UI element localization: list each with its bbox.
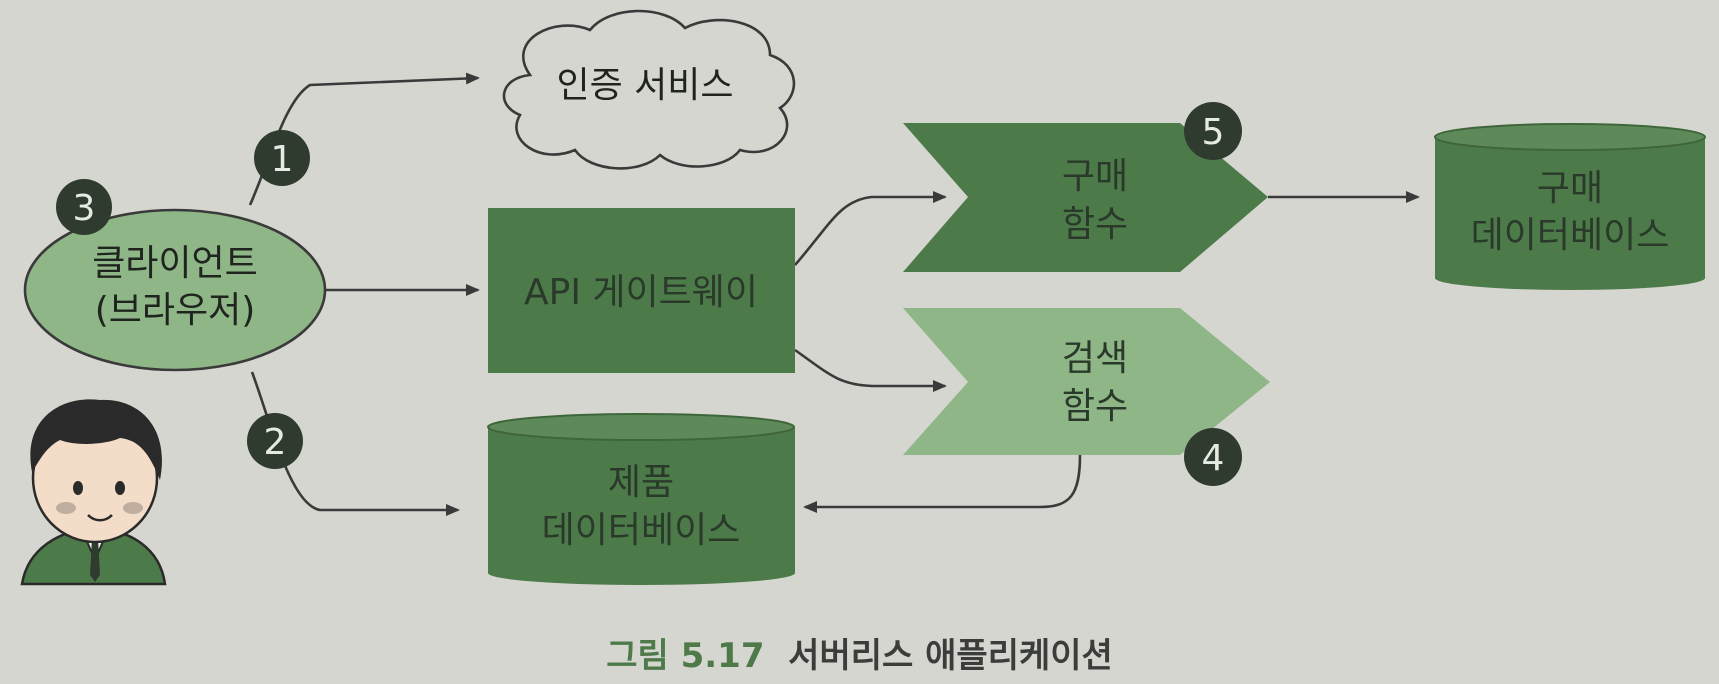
product-db-line2: 데이터베이스 [542,510,741,551]
badge-5-label: 5 [1202,112,1225,153]
badge-4-label: 4 [1202,438,1225,479]
purchase-function-node: 구매 함수 [903,123,1268,272]
product-db-node: 제품 데이터베이스 [487,413,795,586]
search-function-line2: 함수 [1062,386,1128,427]
product-db-top [487,413,795,441]
client-label-line1: 클라이언트 [92,243,258,284]
product-db-line1: 제품 [608,462,674,503]
search-function-line1: 검색 [1062,338,1128,379]
purchase-db-line1: 구매 [1537,168,1603,209]
figure-number: 그림 5.17 [606,636,765,676]
api-gateway-node: API 게이트웨이 [488,208,795,373]
badge-4: 4 [1184,428,1242,486]
connectors [248,72,1420,516]
client-node: 클라이언트 (브라우저) [23,208,327,372]
search-function-node: 검색 함수 [903,308,1270,455]
client-ellipse [23,208,327,372]
figure-title: 서버리스 애플리케이션 [788,636,1113,676]
client-label-line2: (브라우저) [95,290,256,331]
api-gateway-box [488,208,795,373]
purchase-function-line1: 구매 [1062,156,1128,197]
badge-2: 2 [247,413,303,469]
arrow-client-to-auth [248,72,480,206]
badge-1: 1 [254,130,310,186]
arrow-gateway-to-purchase [794,191,947,266]
cloud-shape [502,9,796,170]
search-function-shape [903,308,1270,455]
purchase-db-body [1435,137,1705,290]
auth-service-cloud: 인증 서비스 [502,9,796,170]
purchase-db-line2: 데이터베이스 [1471,215,1670,256]
badge-3-label: 3 [73,188,96,229]
badge-1-label: 1 [271,139,294,180]
purchase-db-top [1434,123,1706,151]
purchase-db-node: 구매 데이터베이스 [1434,123,1706,290]
purchase-function-line2: 함수 [1062,204,1128,245]
figure-caption: 그림 5.17 서버리스 애플리케이션 [0,628,1719,677]
product-db-body [488,427,795,586]
badge-3: 3 [56,179,112,235]
arrow-search-to-product-db [803,454,1082,513]
badge-2-label: 2 [264,422,287,463]
auth-service-label: 인증 서비스 [556,65,733,106]
arrow-gateway-to-search [794,348,947,392]
badge-5: 5 [1184,102,1242,160]
api-gateway-label: API 게이트웨이 [524,272,758,313]
user-avatar-icon [20,399,167,586]
purchase-function-shape [903,123,1268,272]
